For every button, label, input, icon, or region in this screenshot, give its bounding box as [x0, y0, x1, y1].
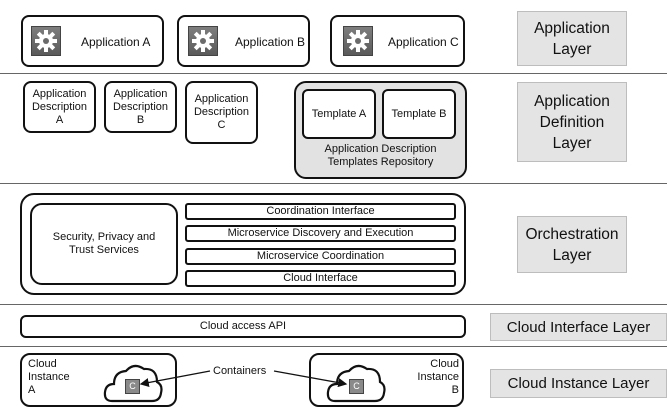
- containers-label: Containers: [213, 365, 267, 377]
- cloud-instance-label: Cloud Instance A: [28, 358, 70, 396]
- layer-separator: [0, 304, 667, 305]
- application-box-a: Application A: [21, 15, 164, 67]
- coordination-interface-row: Coordination Interface: [185, 203, 456, 220]
- container-box: C: [349, 379, 364, 394]
- application-description-b: Application Description B: [104, 81, 177, 133]
- security-privacy-trust-box: Security, Privacy and Trust Services: [30, 203, 178, 285]
- templates-repository: Template A Template B Application Descri…: [294, 81, 467, 179]
- template-b: Template B: [382, 89, 456, 139]
- gear-icon: [343, 26, 373, 56]
- layer-separator: [0, 346, 667, 347]
- microservice-discovery-row: Microservice Discovery and Execution: [185, 225, 456, 242]
- application-description-c: Application Description C: [185, 81, 258, 144]
- application-label: Application A: [81, 35, 151, 49]
- application-box-c: Application C: [330, 15, 465, 67]
- layer-label-application-definition: Application Definition Layer: [517, 82, 627, 162]
- layer-separator: [0, 183, 667, 184]
- layer-label-cloud-instance: Cloud Instance Layer: [490, 369, 667, 398]
- template-a: Template A: [302, 89, 376, 139]
- application-description-a: Application Description A: [23, 81, 96, 133]
- cloud-instance-a: Cloud Instance A C: [20, 353, 177, 407]
- application-label: Application C: [388, 35, 459, 49]
- layer-label-application: Application Layer: [517, 11, 627, 66]
- application-label: Application B: [235, 35, 306, 49]
- cloud-instance-b: Cloud Instance B C: [309, 353, 464, 407]
- cloud-interface-row: Cloud Interface: [185, 270, 456, 287]
- layer-label-cloud-interface: Cloud Interface Layer: [490, 313, 667, 341]
- layer-separator: [0, 73, 667, 74]
- cloud-instance-label: Cloud Instance B: [417, 358, 459, 396]
- layer-label-orchestration: Orchestration Layer: [517, 216, 627, 273]
- orchestration-container: Security, Privacy and Trust Services Coo…: [20, 193, 466, 295]
- application-box-b: Application B: [177, 15, 310, 67]
- container-box: C: [125, 379, 140, 394]
- gear-icon: [31, 26, 61, 56]
- gear-icon: [188, 26, 218, 56]
- repository-label: Application Description Templates Reposi…: [324, 143, 437, 168]
- cloud-access-api-box: Cloud access API: [20, 315, 466, 338]
- microservice-coordination-row: Microservice Coordination: [185, 248, 456, 265]
